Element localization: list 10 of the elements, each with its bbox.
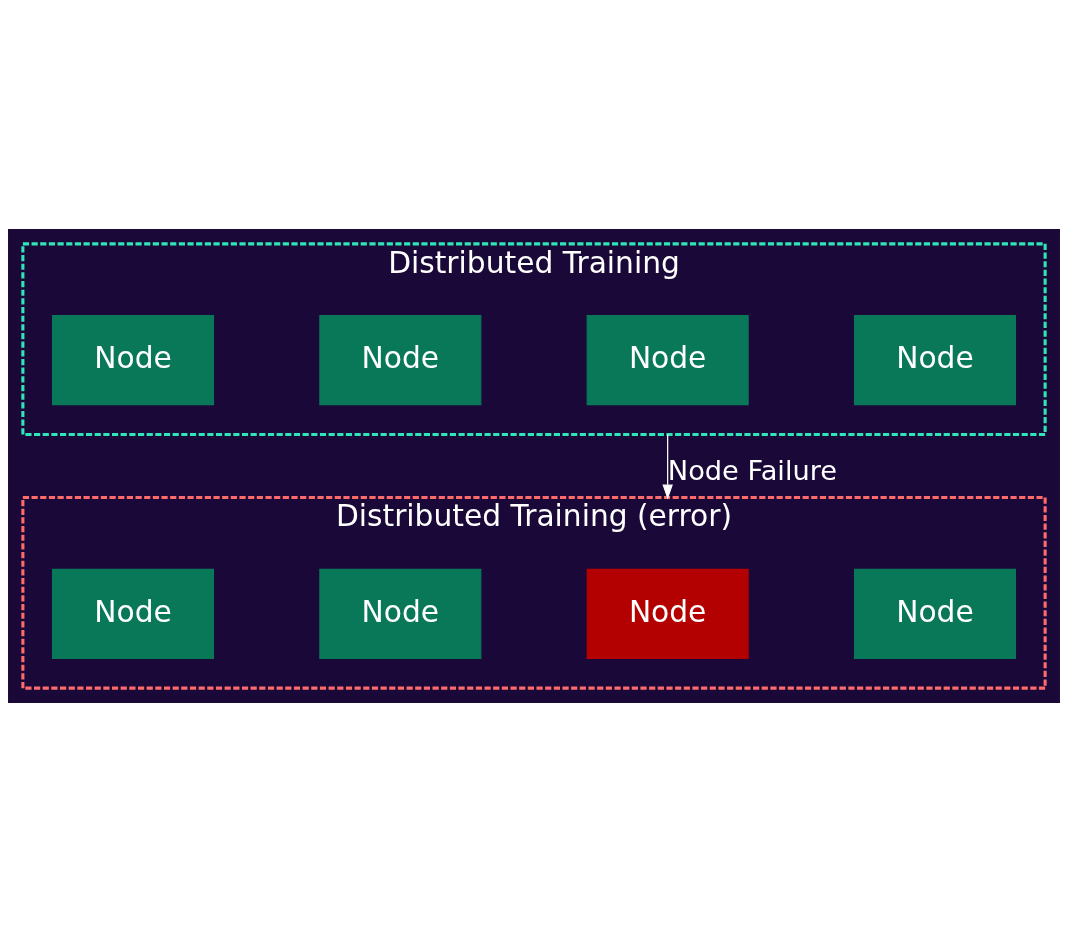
node-box: Node bbox=[51, 315, 215, 406]
edge-label: Node Failure bbox=[667, 454, 838, 486]
node-box: Node bbox=[586, 568, 749, 660]
node-box: Node bbox=[853, 315, 1017, 406]
node-box: Node bbox=[51, 568, 215, 660]
node-box: Node bbox=[853, 568, 1017, 660]
arrow bbox=[662, 433, 673, 500]
node-box: Node bbox=[319, 568, 482, 660]
node-box: Node bbox=[319, 315, 482, 406]
node-box: Node bbox=[586, 315, 749, 406]
